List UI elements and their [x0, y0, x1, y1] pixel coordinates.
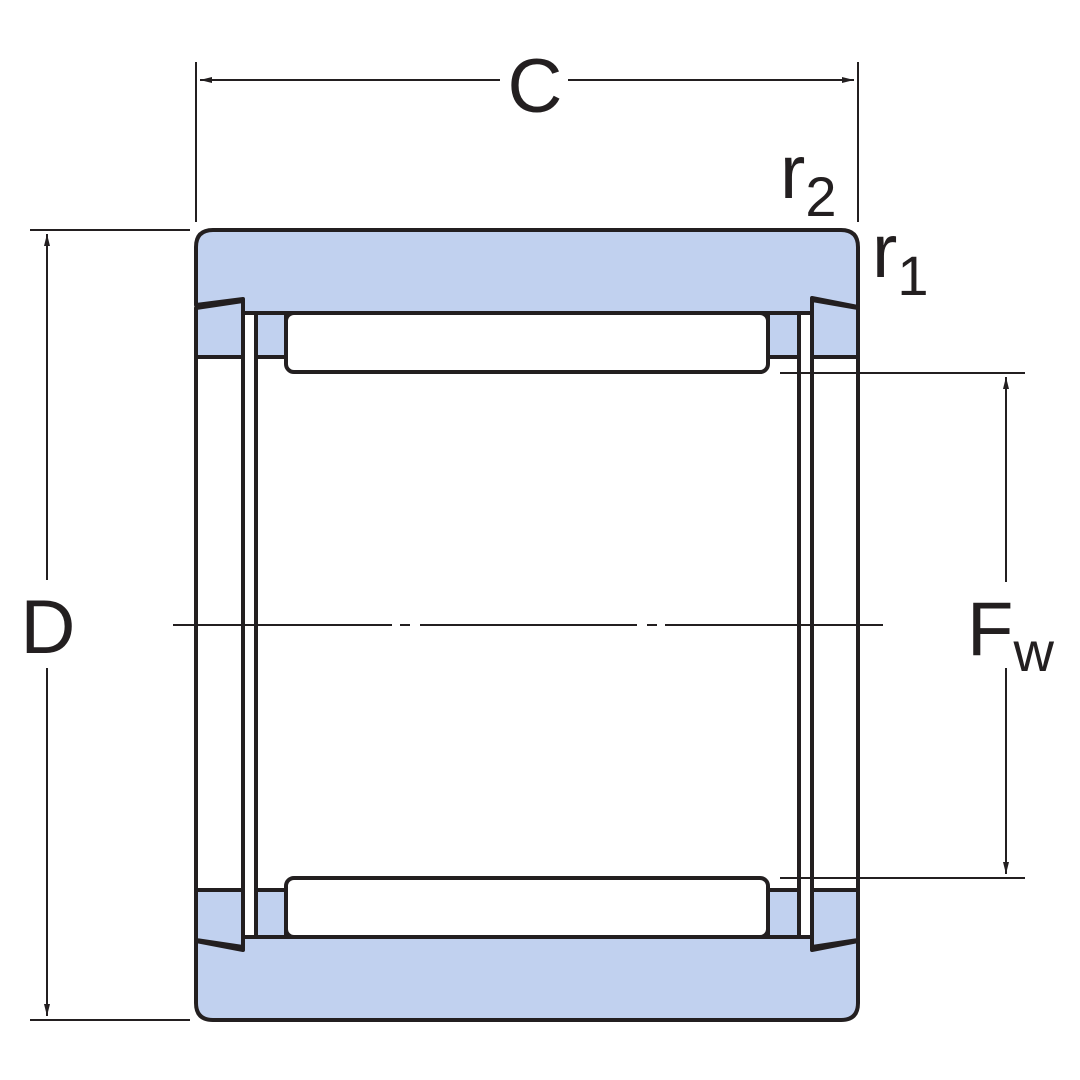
- cage-right-bottom: [766, 888, 801, 939]
- label-fw: Fw: [967, 587, 1054, 683]
- shell-left-flange-top: [194, 299, 245, 359]
- label-r2-main: r: [780, 130, 805, 215]
- dimension-d: [30, 229, 190, 1021]
- cage-left-bottom: [254, 888, 288, 939]
- needle-rollers: [284, 311, 770, 939]
- label-fw-main: F: [967, 587, 1013, 672]
- shell-bottom-band: [194, 935, 860, 1022]
- needle-roller-bottom: [284, 876, 770, 939]
- label-c: C: [508, 44, 563, 129]
- dimension-fw: [780, 372, 1025, 879]
- cage-left-top: [254, 311, 288, 359]
- cage-right-top: [766, 311, 801, 359]
- dimension-c: [195, 62, 859, 222]
- label-r1-main: r: [872, 209, 897, 294]
- label-fw-sub: w: [1012, 620, 1054, 683]
- outer-sleeve: [194, 228, 860, 1022]
- shell-right-flange-top: [810, 298, 860, 359]
- label-r1-sub: 1: [897, 244, 928, 307]
- label-r2-sub: 2: [805, 165, 836, 228]
- shell-left-flange-bottom: [194, 888, 245, 949]
- shell-top-band: [194, 228, 860, 315]
- label-r1: r1: [872, 209, 928, 307]
- label-d: D: [21, 585, 76, 670]
- cage: [254, 311, 801, 939]
- shell-right-flange-bottom: [810, 888, 860, 949]
- needle-roller-top: [284, 311, 770, 374]
- label-r2: r2: [780, 130, 836, 228]
